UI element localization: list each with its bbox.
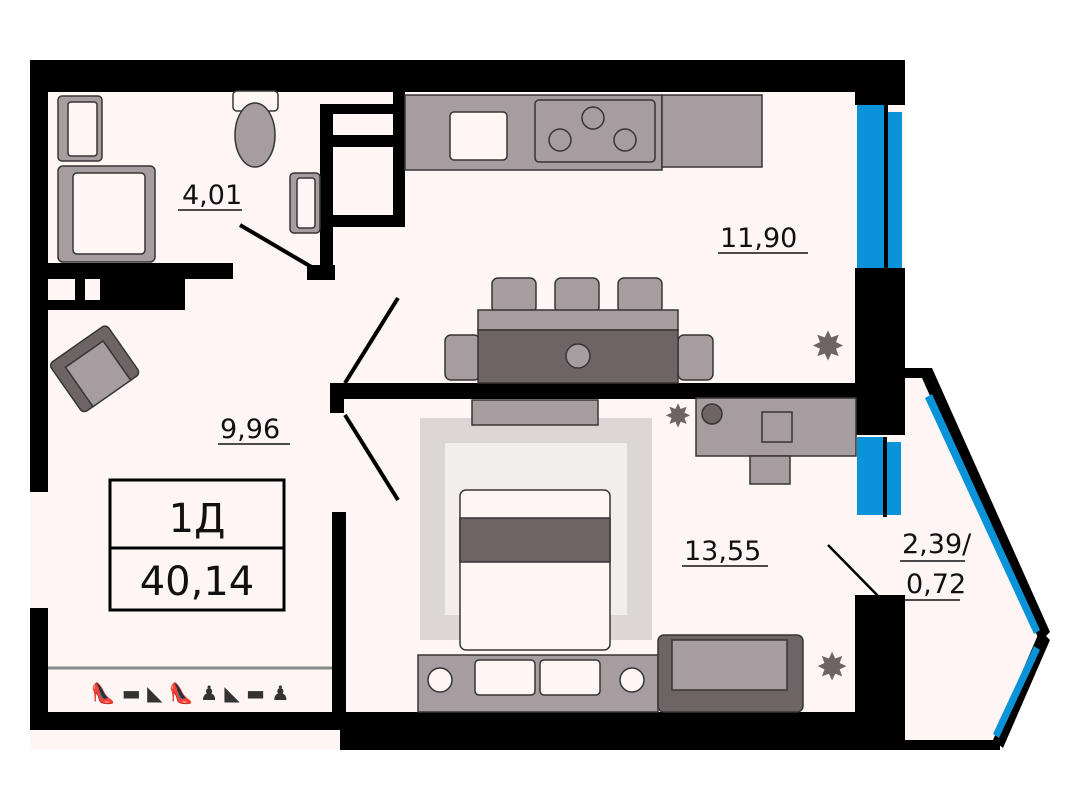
- armchair: [49, 325, 140, 413]
- lamp: [701, 403, 723, 425]
- bathroom-area-label: 4,01: [182, 180, 242, 211]
- pillow: [539, 659, 601, 696]
- vase: [565, 343, 591, 369]
- bed-blanket: [459, 517, 611, 563]
- unit-type: 1Д: [169, 496, 226, 542]
- toilet: [234, 102, 276, 168]
- burner-icon: [581, 106, 605, 130]
- desk-chair: [749, 455, 791, 485]
- chair: [554, 277, 600, 314]
- kitchen-area-label: 11,90: [720, 223, 797, 254]
- pillow: [474, 659, 536, 696]
- laptop-icon: [761, 411, 793, 443]
- hallway-area-label: 9,96: [220, 414, 280, 445]
- burner-icon: [613, 128, 637, 152]
- chair: [444, 334, 481, 381]
- bed-headboard: [417, 654, 659, 713]
- door-swings: [238, 223, 881, 599]
- burner-icon: [548, 128, 572, 152]
- chair: [617, 277, 663, 314]
- nightstand-lamp-icon: [619, 667, 645, 693]
- dining-table: [477, 309, 679, 331]
- wardrobe-items-icon: 👠 ▬ ◣ 👠 ♟ ◣ ▬ ♟: [91, 681, 290, 705]
- tv-stand: [471, 399, 599, 426]
- chair: [491, 277, 537, 314]
- windows: [857, 105, 1040, 738]
- plant-icon: ✸: [811, 324, 845, 370]
- bedroom-area-label: 13,55: [684, 536, 761, 567]
- total-area: 40,14: [140, 559, 255, 605]
- chair: [677, 334, 714, 381]
- walls: [30, 60, 1050, 750]
- bed: [459, 489, 611, 651]
- balcony-area-label: 2,39/: [902, 529, 972, 560]
- kitchen-sink: [449, 111, 508, 161]
- nightstand-lamp-icon: [427, 667, 453, 693]
- fridge: [661, 94, 763, 168]
- sink-basin: [296, 177, 316, 229]
- shower-inner: [72, 172, 146, 255]
- washing-machine-top: [67, 101, 98, 157]
- balcony-floor: [905, 372, 1045, 745]
- unit-info-box: 1Д 40,14: [108, 478, 286, 612]
- balcony-coef-label: 0,72: [906, 569, 966, 600]
- sofa-cushions: [671, 639, 788, 691]
- plant-icon: ✸: [816, 645, 848, 689]
- plant-icon: ✸: [665, 397, 692, 435]
